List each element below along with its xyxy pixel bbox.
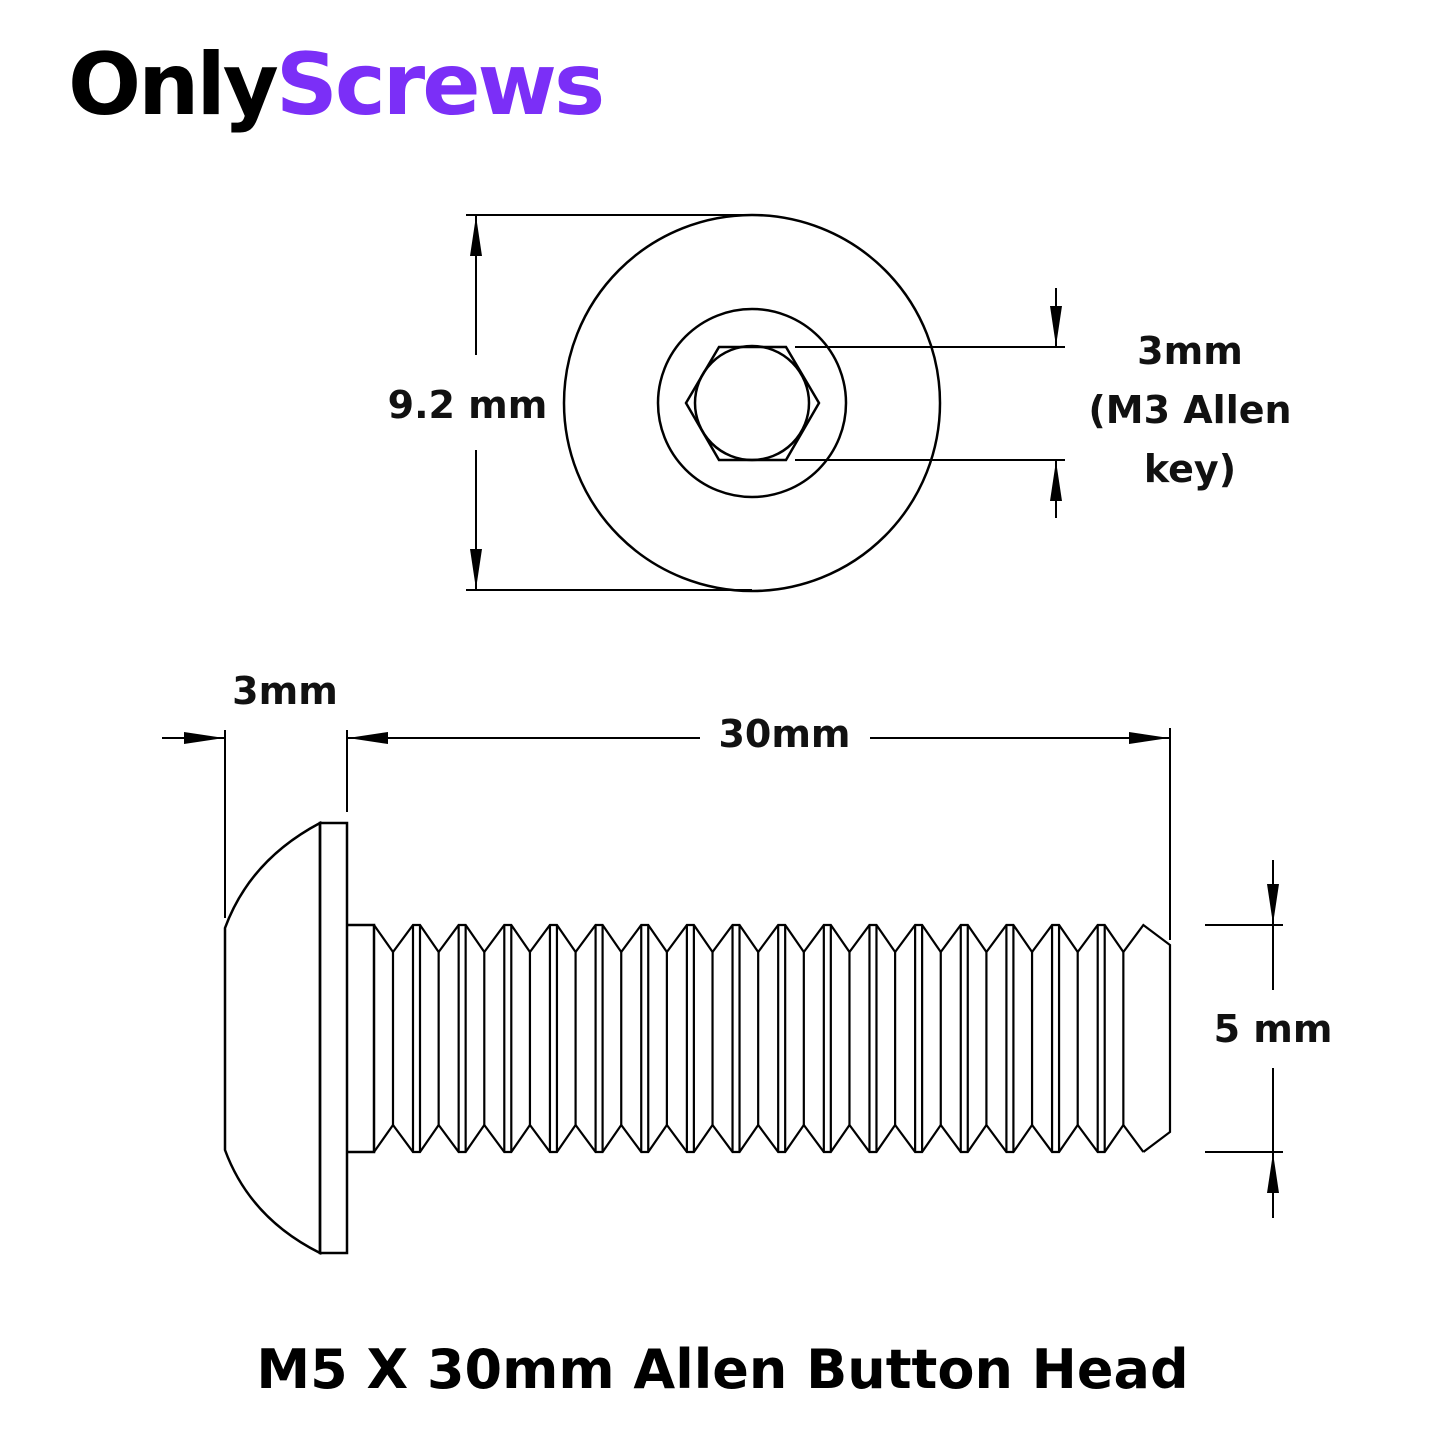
thread-profile-bottom xyxy=(373,1123,1145,1154)
head-inner-circle xyxy=(656,307,848,499)
threads xyxy=(373,923,1172,1154)
logo-screws: Screws xyxy=(275,35,605,135)
button-head xyxy=(223,820,322,1256)
top-view xyxy=(466,213,1065,593)
head-flange xyxy=(318,821,349,1255)
hex-socket xyxy=(684,345,821,462)
shank xyxy=(347,923,376,1154)
logo-only: Only xyxy=(68,35,279,135)
thread-profile-top xyxy=(373,923,1172,1153)
onlyscrews-logo: OnlyScrews xyxy=(68,42,605,128)
socket-label-line-1: 3mm xyxy=(1137,329,1243,373)
socket-circle xyxy=(693,344,811,462)
head-height-label: 3mm xyxy=(205,662,365,721)
length-label: 30mm xyxy=(702,705,867,764)
head-diameter-label: 9.2 mm xyxy=(385,376,550,435)
socket-size-label: 3mm (M3 Allen key) xyxy=(1070,322,1310,499)
socket-label-line-2: (M3 Allen xyxy=(1088,387,1292,432)
head-outer-circle xyxy=(562,213,942,593)
side-view xyxy=(162,728,1283,1256)
product-title: M5 X 30mm Allen Button Head xyxy=(256,1338,1189,1401)
thread-diameter-label: 5 mm xyxy=(1198,1000,1348,1059)
socket-label-line-3: key) xyxy=(1143,446,1237,491)
